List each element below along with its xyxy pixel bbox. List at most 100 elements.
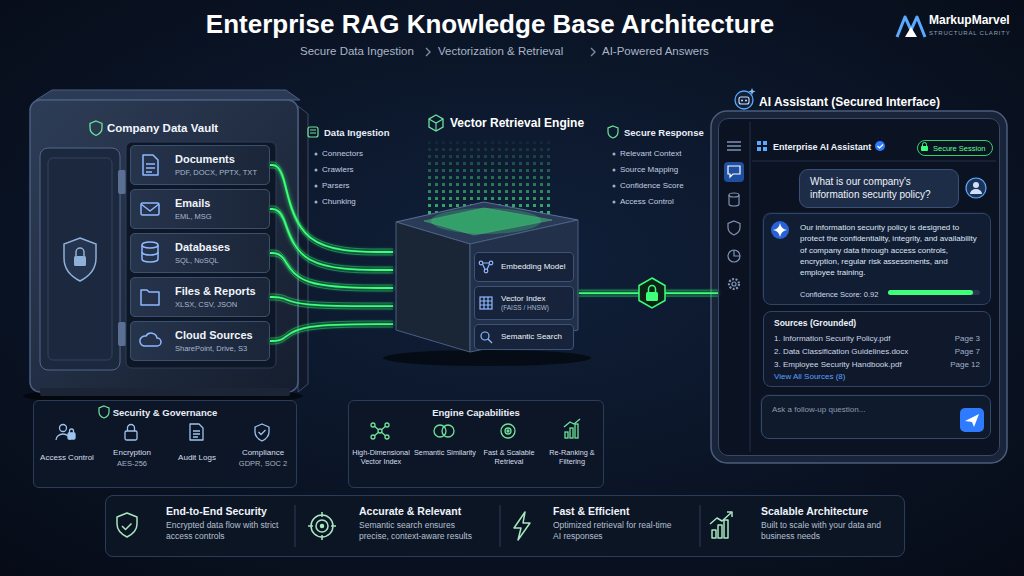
list-icon [613,185,616,188]
feature-icon [311,515,333,537]
vault-cabinet [23,90,308,405]
engine-cube [429,119,443,131]
flow-line [270,297,393,306]
brand-logo [897,17,925,37]
assistant-device [711,111,1007,463]
flow-line [270,253,393,288]
module-icon [480,297,492,309]
vault-cabinet [76,248,84,256]
engine-module: Semantic Search [474,324,574,350]
source-entry: Page 3 [955,334,980,344]
flow-line [270,165,393,252]
feature-text: Scalable Architecture [761,505,868,518]
governance-text: Security & Governance [34,407,296,418]
assistant-device [760,394,990,438]
governance-icon [193,431,200,437]
source-icon [141,204,159,211]
source-icon [142,242,158,248]
source-icon [140,333,161,346]
vault-cabinet [90,121,102,136]
capability-icon [570,428,573,438]
module-icon [483,263,490,270]
capabilities-panel-fill [348,400,604,488]
governance-panel-fill [99,406,109,418]
connector-group [270,162,718,344]
vault-cabinet [130,189,270,229]
governance-icon [255,424,269,441]
question-text: What is our company's information securi… [810,176,948,201]
vault-cabinet [118,322,126,346]
module-label: Semantic Search [501,332,571,342]
module-icon [484,269,488,273]
list-icon [315,169,318,172]
assistant-device [888,290,980,295]
list-icon [315,185,318,188]
source-label: Files & Reports [175,285,265,298]
subtitle-chevron [591,48,595,56]
source-icon [141,203,159,215]
assistant-device [727,142,741,150]
assistant-device [773,223,787,237]
vault-cabinet [30,100,298,392]
brand-logo [905,27,917,37]
assistant-device [970,189,982,194]
feature-band-fill [105,495,905,557]
vault-cabinet [40,388,290,396]
feature-text: Semantic search ensures precise, context… [359,520,487,542]
assistant-title: Enterprise AI Assistant [773,142,871,153]
governance-icon [56,424,269,441]
vault-cabinet [130,145,270,185]
capability-icon [505,428,511,434]
capability-icon [385,423,389,427]
assistant-device [771,221,789,239]
governance-text: AES-256 [100,459,164,468]
source-label: PDF, DOCX, PPTX, TXT [175,168,265,177]
assistant-device [729,279,739,289]
list-item: Relevant Context [620,149,681,159]
assistant-device [724,162,744,182]
assistant-window: AI Assistant (Secured Interface)Enterpri… [718,118,1000,456]
source-label: Cloud Sources [175,329,265,342]
engine-module: Embedding Model [474,252,574,282]
assistant-device [734,250,740,256]
engine-cube [470,220,578,352]
governance-icon [70,429,74,433]
flow-line [270,209,393,270]
source-row: Cloud SourcesSharePoint, Drive, S3 [130,321,270,361]
vault-title: Company Data Vault [107,122,218,136]
source-entry: 1. Information Security Policy.pdf [774,334,890,344]
list-heading: Secure Response [624,127,704,138]
assistant-device [741,100,743,102]
engine-cube [474,286,574,320]
feature-icon [727,512,732,517]
governance-text: Compliance [231,448,295,458]
data-vault: Company Data VaultDocumentsPDF, DOCX, PP… [30,100,298,392]
source-icon [141,290,159,305]
source-entry: Sources (Grounded) [774,318,856,328]
source-entry: Page 12 [950,360,980,370]
source-label: Databases [175,241,265,254]
brand-logo [897,17,925,37]
feature-icon [710,512,732,524]
feature-icon [316,520,328,532]
feature-icon [122,524,132,530]
source-icon [143,155,158,175]
engine-cube [383,115,591,366]
capability-icon [507,430,509,432]
secure-lock-hexagon [639,278,665,308]
assistant-device [757,147,761,151]
capability-icon [501,424,515,438]
secure-lock-hexagon [646,292,658,301]
vault-cabinet [118,170,126,194]
assistant-device [973,182,979,188]
subtitle-step: AI-Powered Answers [602,45,709,59]
capability-icon [371,435,375,439]
source-row: EmailsEML, MSG [130,189,270,229]
capability-text: Engine Capabilities [349,407,603,418]
input-placeholder: Ask a follow-up question... [772,405,865,415]
source-label: XLSX, CSV, JSON [175,300,265,309]
subtitle-step: Vectorization & Retrieval [438,45,563,59]
flow-strand [270,294,393,303]
